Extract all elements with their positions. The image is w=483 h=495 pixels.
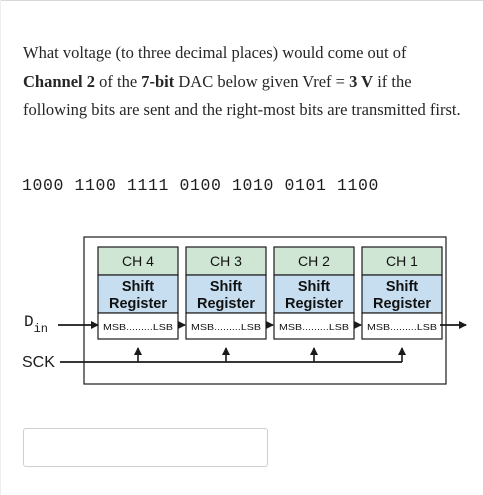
register-label-register-2: Register (197, 296, 255, 312)
question-part-1: What voltage (to three decimal places) w… (23, 43, 407, 62)
channel-name-1: CH 4 (122, 253, 154, 269)
register-bits-box-1 (97, 312, 179, 340)
register-label-shift-3: Shift (298, 279, 330, 295)
shift-register-1 (97, 274, 179, 314)
register-label-register-4: Register (373, 296, 431, 312)
bitstream: 1000 1100 1111 0100 1010 0101 1100 (22, 176, 380, 195)
top-border (0, 0, 483, 1)
sck-label: SCK (22, 354, 55, 371)
register-label-shift-4: Shift (386, 279, 418, 295)
channel-name-4: CH 1 (386, 253, 418, 269)
din-label: Din (24, 313, 48, 336)
question-part-2: of the (94, 71, 142, 91)
question-text: What voltage (to three decimal places) w… (23, 39, 468, 125)
channel-name-3: CH 2 (298, 253, 330, 269)
shift-register-3 (273, 274, 355, 314)
question-part-3: DAC below given Vref = (174, 71, 350, 91)
card-edge (0, 0, 1, 495)
register-bits-box-3 (273, 312, 355, 340)
shift-register-4 (361, 274, 443, 314)
register-bits-box-2 (185, 312, 267, 340)
register-label-shift-2: Shift (210, 279, 242, 295)
register-bits-1: MSB.........LSB (103, 322, 173, 332)
answer-input[interactable] (23, 428, 268, 467)
din-main: D (24, 313, 34, 331)
channel-header-3 (273, 246, 355, 276)
register-label-register-1: Register (109, 296, 167, 312)
channel-header-2 (185, 246, 267, 276)
register-bits-box-4 (361, 312, 443, 340)
question-bits: 7-bit (141, 71, 175, 91)
register-label-shift-1: Shift (122, 279, 154, 295)
channel-name-2: CH 3 (210, 253, 242, 269)
question-part-4: if the following bits are sent and the r… (23, 71, 461, 120)
question-vref: 3 V (349, 71, 374, 91)
register-label-register-3: Register (285, 296, 343, 312)
register-bits-3: MSB.........LSB (279, 322, 349, 332)
question-channel: Channel 2 (23, 71, 95, 91)
register-bits-2: MSB.........LSB (191, 322, 261, 332)
channel-header-4 (361, 246, 443, 276)
din-sub: in (34, 322, 48, 336)
channel-header-1 (97, 246, 179, 276)
register-bits-4: MSB.........LSB (367, 322, 437, 332)
